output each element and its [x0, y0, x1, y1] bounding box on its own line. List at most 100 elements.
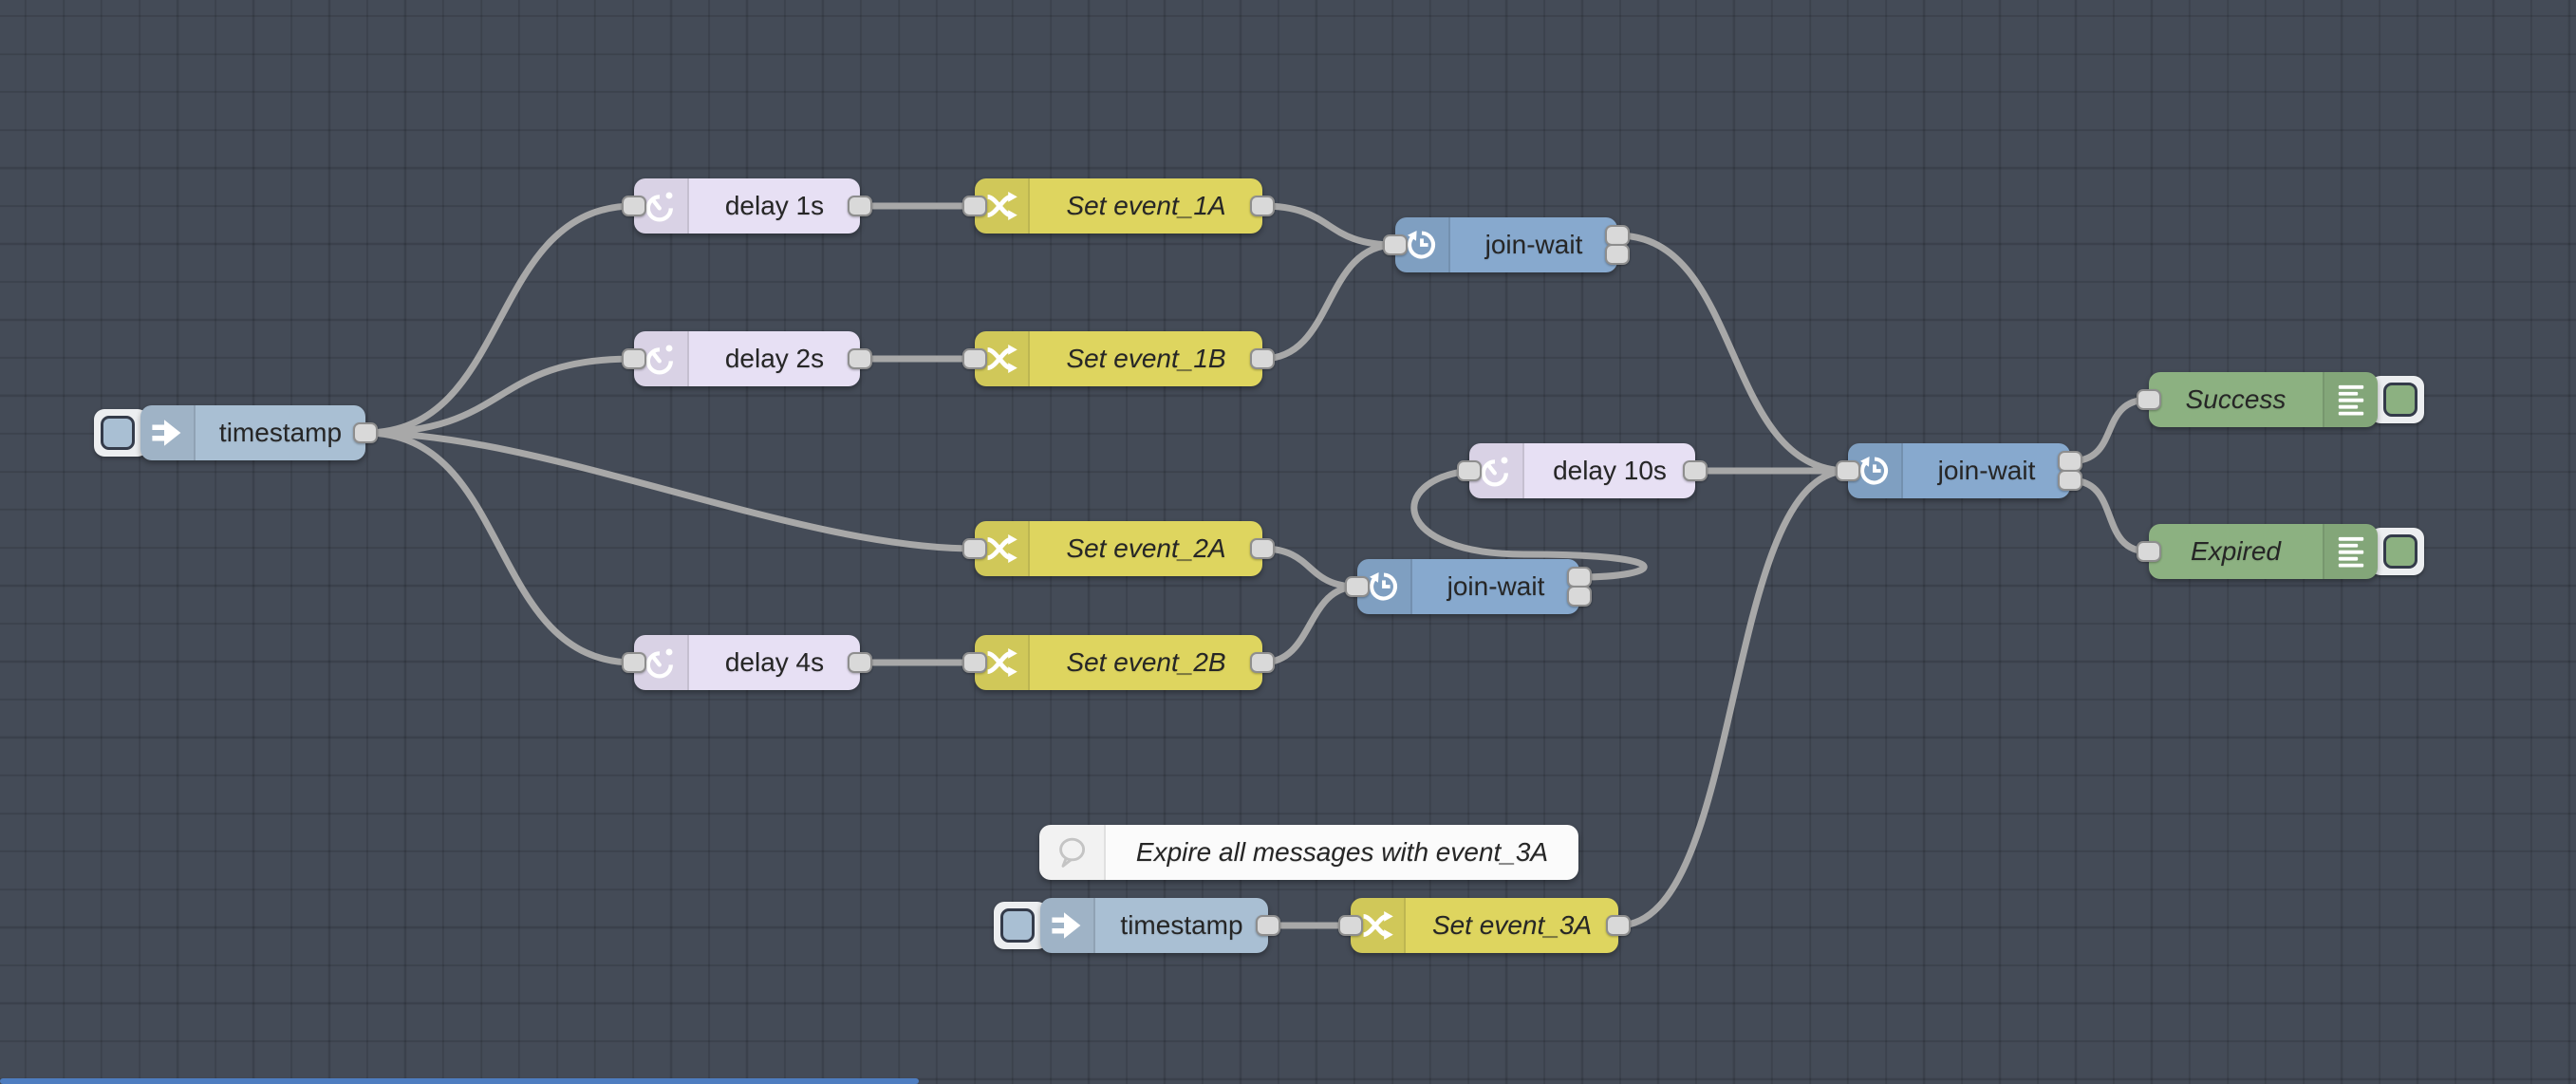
port-output[interactable]: [1256, 915, 1280, 936]
node-inject-2[interactable]: timestamp: [994, 898, 1280, 953]
node-body: timestamp: [1040, 898, 1268, 953]
port-output[interactable]: [848, 652, 872, 673]
port-input[interactable]: [622, 652, 646, 673]
node-label: Set event_3A: [1431, 910, 1593, 940]
node-body: delay 4s: [634, 635, 860, 690]
node-body: Set event_2A: [975, 521, 1262, 576]
wire[interactable]: [1615, 467, 1852, 929]
wire[interactable]: [362, 355, 638, 437]
node-set-event-3a[interactable]: Set event_3A: [1338, 898, 1631, 953]
node-delay-2s[interactable]: delay 2s: [622, 331, 872, 386]
wire[interactable]: [362, 202, 638, 437]
timer-icon: [634, 178, 689, 234]
node-set-event-1a[interactable]: Set event_1A: [962, 178, 1275, 234]
port-output[interactable]: [1605, 225, 1630, 246]
port-output[interactable]: [2058, 470, 2082, 491]
port-output[interactable]: [848, 348, 872, 369]
node-body: timestamp: [140, 405, 365, 460]
list-icon: [2323, 372, 2378, 427]
node-join-wait-3[interactable]: join-wait: [1836, 443, 2082, 498]
port-output[interactable]: [353, 422, 378, 443]
node-body: Expire all messages with event_3A: [1039, 825, 1578, 880]
wire[interactable]: [2066, 396, 2153, 465]
node-comment-1[interactable]: Expire all messages with event_3A: [1039, 825, 1578, 880]
node-label: Expire all messages with event_3A: [1135, 837, 1549, 867]
node-body: delay 10s: [1469, 443, 1695, 498]
port-input[interactable]: [2137, 389, 2161, 410]
wire[interactable]: [1259, 583, 1361, 666]
node-delay-1s[interactable]: delay 1s: [622, 178, 872, 234]
port-input[interactable]: [622, 348, 646, 369]
inject-button[interactable]: [94, 409, 148, 457]
node-label: join-wait: [1447, 571, 1545, 601]
node-inject-main[interactable]: timestamp: [94, 405, 378, 460]
wire[interactable]: [1614, 232, 1852, 475]
node-label: timestamp: [1120, 910, 1243, 940]
port-output[interactable]: [1250, 652, 1275, 673]
debug-toggle-inner: [2383, 534, 2417, 569]
node-set-event-1b[interactable]: Set event_1B: [962, 331, 1275, 386]
node-label: delay 10s: [1553, 456, 1667, 485]
inject-button[interactable]: [994, 902, 1048, 949]
node-debug-success[interactable]: Success: [2137, 372, 2424, 427]
node-delay-4s[interactable]: delay 4s: [622, 635, 872, 690]
debug-toggle-button[interactable]: [2370, 376, 2424, 423]
wire[interactable]: [1410, 467, 1648, 581]
history-icon: [1395, 217, 1450, 272]
node-join-wait-2[interactable]: join-wait: [1345, 559, 1592, 614]
port-input[interactable]: [1345, 576, 1370, 597]
port-input[interactable]: [962, 652, 987, 673]
wire[interactable]: [1259, 202, 1399, 249]
port-input[interactable]: [962, 196, 987, 216]
port-input[interactable]: [1383, 234, 1408, 255]
port-input[interactable]: [1836, 460, 1860, 481]
wire[interactable]: [362, 429, 638, 666]
horizontal-scrollbar[interactable]: [0, 1078, 919, 1084]
debug-toggle-button[interactable]: [2370, 528, 2424, 575]
node-label: delay 2s: [724, 344, 825, 373]
port-output[interactable]: [1605, 244, 1630, 265]
port-input[interactable]: [962, 348, 987, 369]
speech-bubble-icon: [1039, 825, 1106, 880]
wire[interactable]: [1259, 241, 1399, 363]
port-input[interactable]: [1457, 460, 1482, 481]
node-label: timestamp: [218, 418, 343, 447]
node-body: join-wait: [1357, 559, 1579, 614]
node-body: Set event_1A: [975, 178, 1262, 234]
wire[interactable]: [1259, 545, 1361, 590]
port-output[interactable]: [848, 196, 872, 216]
node-body: Success: [2149, 372, 2378, 427]
port-output[interactable]: [1250, 196, 1275, 216]
wire[interactable]: [362, 429, 979, 552]
node-debug-expired[interactable]: Expired: [2137, 524, 2424, 579]
node-set-event-2b[interactable]: Set event_2B: [962, 635, 1275, 690]
node-label: Set event_2A: [1066, 533, 1226, 563]
port-output[interactable]: [1567, 586, 1592, 607]
port-output[interactable]: [1250, 538, 1275, 559]
port-output[interactable]: [1567, 567, 1592, 588]
node-set-event-2a[interactable]: Set event_2A: [962, 521, 1275, 576]
port-input[interactable]: [1338, 915, 1363, 936]
port-output[interactable]: [1250, 348, 1275, 369]
wire[interactable]: [2066, 477, 2153, 555]
port-input[interactable]: [622, 196, 646, 216]
inject-button-inner: [1000, 908, 1035, 943]
node-label: Success: [2185, 384, 2287, 414]
port-output[interactable]: [1683, 460, 1708, 481]
node-label: Set event_1B: [1066, 344, 1226, 373]
port-input[interactable]: [962, 538, 987, 559]
node-body: Expired: [2149, 524, 2378, 579]
list-icon: [2323, 524, 2378, 579]
port-output[interactable]: [2058, 451, 2082, 472]
port-output[interactable]: [1606, 915, 1631, 936]
node-join-wait-1[interactable]: join-wait: [1383, 217, 1630, 272]
node-body: Set event_2B: [975, 635, 1262, 690]
node-body: Set event_3A: [1351, 898, 1618, 953]
node-delay-10s[interactable]: delay 10s: [1457, 443, 1708, 498]
node-label: delay 1s: [724, 191, 825, 220]
node-label: Set event_2B: [1066, 647, 1226, 677]
port-input[interactable]: [2137, 541, 2161, 562]
node-label: Set event_1A: [1066, 191, 1226, 220]
